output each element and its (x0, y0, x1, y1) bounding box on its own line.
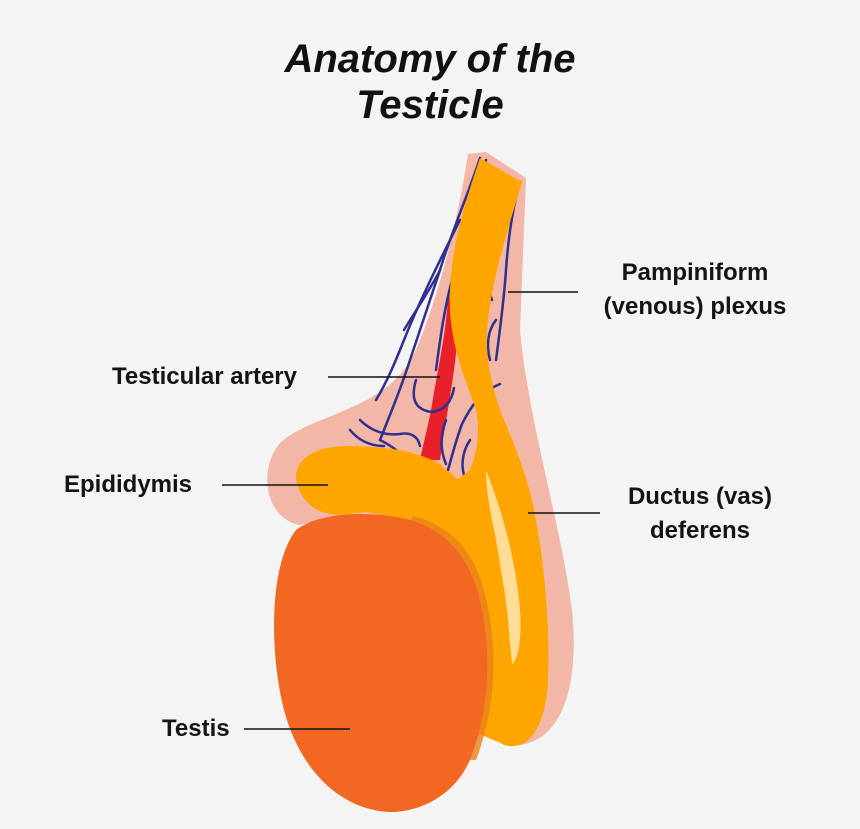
label-pampiniform-line-2: (venous) plexus (590, 290, 800, 324)
label-testicular-artery: Testicular artery (112, 360, 297, 394)
label-ductus-line-1: Ductus (vas) (610, 480, 790, 514)
testis-shape (274, 514, 487, 812)
label-ductus-line-2: deferens (610, 514, 790, 548)
label-pampiniform-plexus: Pampiniform (venous) plexus (590, 256, 800, 324)
label-testis: Testis (162, 712, 230, 746)
label-epididymis: Epididymis (64, 468, 192, 502)
label-ductus-deferens: Ductus (vas) deferens (610, 480, 790, 548)
label-pampiniform-line-1: Pampiniform (590, 256, 800, 290)
